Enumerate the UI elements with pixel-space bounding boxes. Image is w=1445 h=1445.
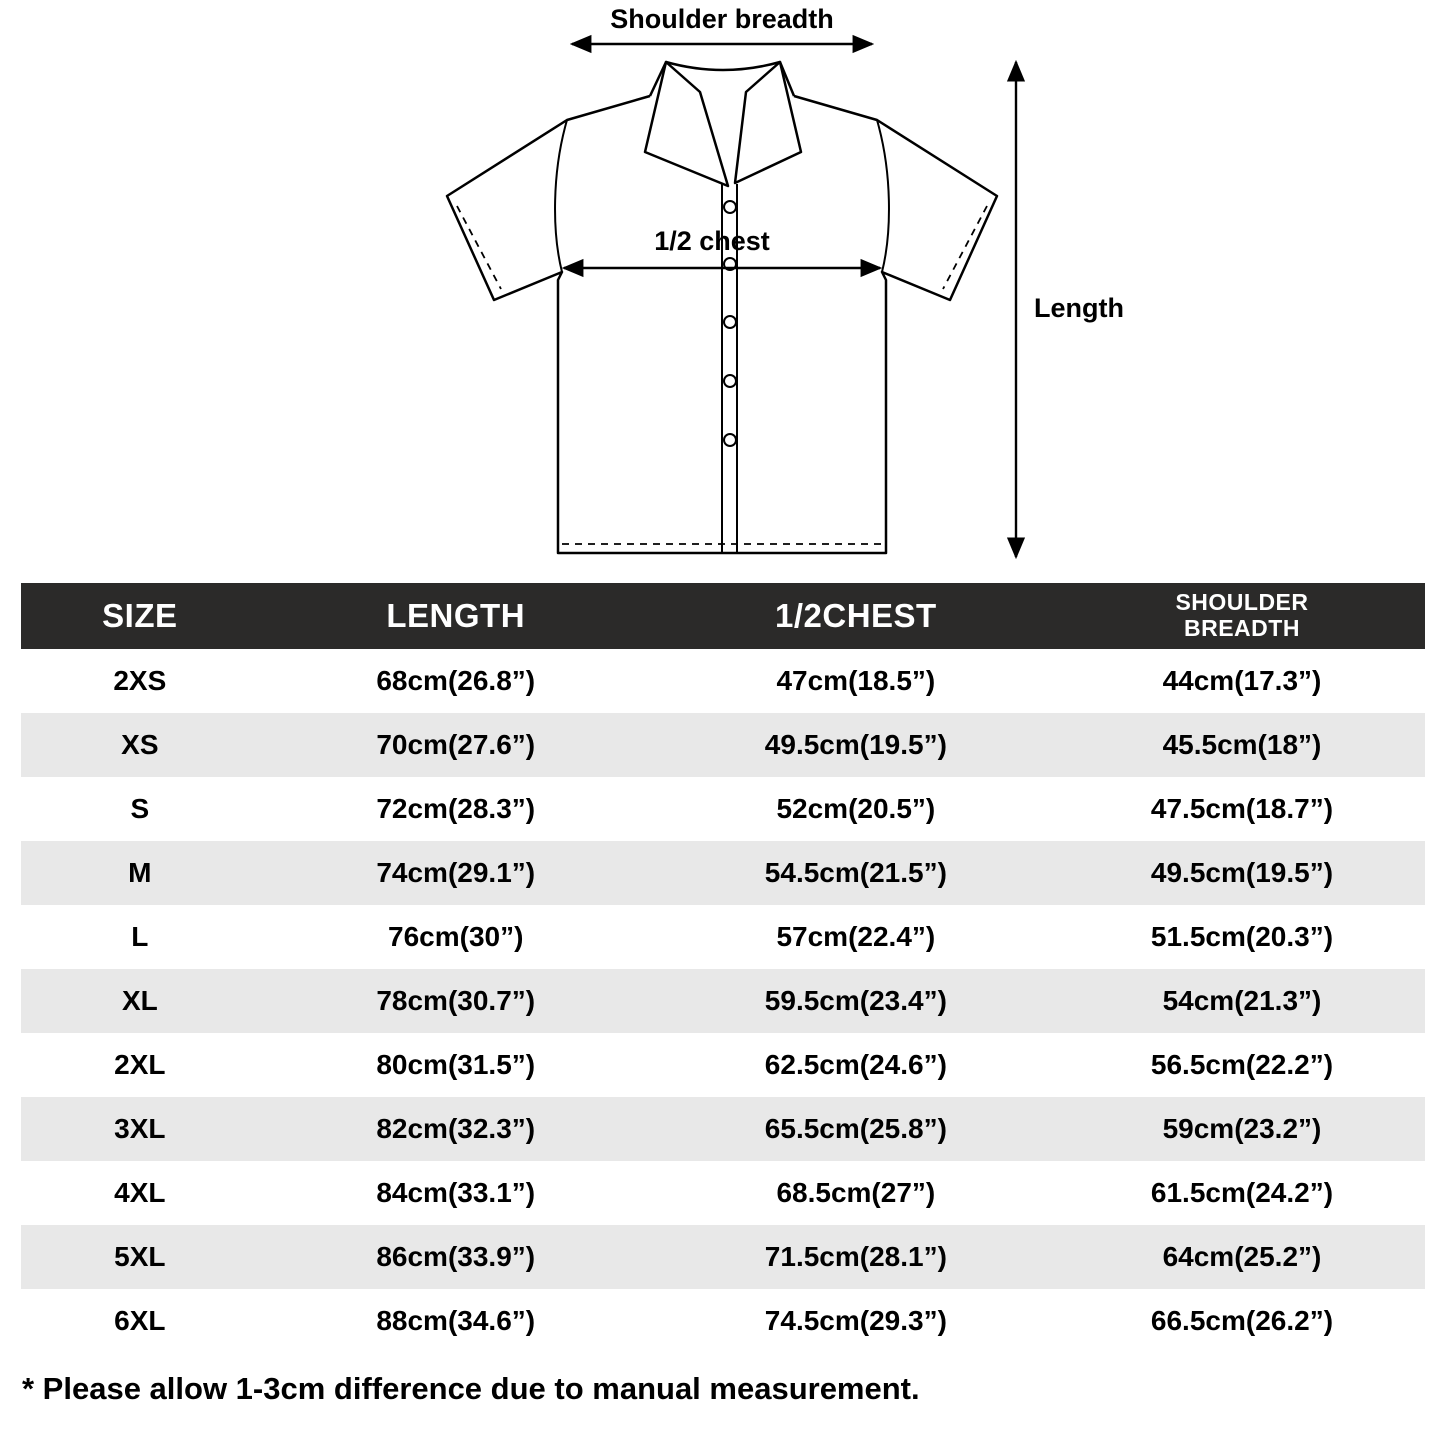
table-row: XL 78cm(30.7”) 59.5cm(23.4”) 54cm(21.3”) [20,969,1425,1033]
shoulder-cell: 45.5cm(18”) [1162,729,1322,760]
table-row: 2XL 80cm(31.5”) 62.5cm(24.6”) 56.5cm(22.… [20,1033,1425,1097]
shirt-measurement-diagram: Shoulder breadth 1/2 chest Length [0,0,1445,575]
shoulder-cell: 51.5cm(20.3”) [1150,921,1334,952]
half-chest-label: 1/2 chest [654,226,770,256]
shoulder-header: SHOULDER BREADTH [1059,583,1425,649]
half-chest-cell: 59.5cm(23.4”) [764,985,947,1016]
table-row: 5XL 86cm(33.9”) 71.5cm(28.1”) 64cm(25.2”… [20,1225,1425,1289]
table-row: 6XL 88cm(34.6”) 74.5cm(29.3”) 66.5cm(26.… [20,1289,1425,1353]
collar-shoulder-joins [648,61,796,97]
length-cell: 68cm(26.8”) [376,665,536,696]
length-label: Length [1034,293,1124,323]
size-cell: L [131,921,149,952]
shoulder-cell: 59cm(23.2”) [1162,1113,1322,1144]
size-cell: 3XL [114,1113,166,1144]
size-cell: XL [121,985,158,1016]
header-row: SIZE LENGTH 1/2CHEST SHOULDER BREADTH [20,583,1425,649]
size-cell: S [130,793,150,824]
length-cell: 84cm(33.1”) [376,1177,536,1208]
placket-lines [721,184,738,553]
table-row: 2XS 68cm(26.8”) 47cm(18.5”) 44cm(17.3”) [20,649,1425,713]
button-icon [723,374,737,388]
size-cell: 5XL [114,1241,166,1272]
table-row: 4XL 84cm(33.1”) 68.5cm(27”) 61.5cm(24.2”… [20,1161,1425,1225]
length-header: LENGTH [259,583,653,649]
shoulder-breadth-label: Shoulder breadth [610,4,834,34]
button-icon [723,315,737,329]
table-row: M 74cm(29.1”) 54.5cm(21.5”) 49.5cm(19.5”… [20,841,1425,905]
size-table: SIZE LENGTH 1/2CHEST SHOULDER BREADTH 2X… [20,583,1425,1353]
shoulder-cell: 54cm(21.3”) [1162,985,1322,1016]
shoulder-cell: 61.5cm(24.2”) [1150,1177,1334,1208]
length-cell: 88cm(34.6”) [376,1305,536,1336]
half-chest-cell: 47cm(18.5”) [776,665,936,696]
size-table-header: SIZE LENGTH 1/2CHEST SHOULDER BREADTH [20,583,1425,649]
table-row: 3XL 82cm(32.3”) 65.5cm(25.8”) 59cm(23.2”… [20,1097,1425,1161]
half-chest-cell: 52cm(20.5”) [776,793,936,824]
size-cell: XS [121,729,159,760]
size-cell: 2XL [114,1049,166,1080]
shoulder-cell: 64cm(25.2”) [1162,1241,1322,1272]
half-chest-cell: 54.5cm(21.5”) [764,857,947,888]
button-icon [723,200,737,214]
length-cell: 86cm(33.9”) [376,1241,536,1272]
half-chest-cell: 62.5cm(24.6”) [764,1049,947,1080]
length-cell: 76cm(30”) [388,921,524,952]
half-chest-cell: 74.5cm(29.3”) [764,1305,947,1336]
half-chest-cell: 71.5cm(28.1”) [764,1241,947,1272]
length-cell: 70cm(27.6”) [376,729,536,760]
size-cell: 4XL [114,1177,166,1208]
length-cell: 72cm(28.3”) [376,793,536,824]
length-cell: 80cm(31.5”) [376,1049,536,1080]
collar-band [665,60,781,72]
shoulder-cell: 44cm(17.3”) [1162,665,1322,696]
sleeve-hem-right [942,205,988,290]
table-row: XS 70cm(27.6”) 49.5cm(19.5”) 45.5cm(18”) [20,713,1425,777]
sleeve-hem-left [456,205,502,290]
shoulder-cell: 49.5cm(19.5”) [1150,857,1334,888]
shoulder-cell: 56.5cm(22.2”) [1150,1049,1334,1080]
button-icon [723,433,737,447]
shoulder-cell: 47.5cm(18.7”) [1150,793,1334,824]
size-cell: 2XS [113,665,167,696]
shirt-diagram-svg: Shoulder breadth 1/2 chest Length [445,4,1124,560]
length-cell: 74cm(29.1”) [376,857,536,888]
armhole-seam-left [554,119,568,273]
size-header: SIZE [20,583,260,649]
half-chest-cell: 65.5cm(25.8”) [764,1113,947,1144]
shoulder-cell: 66.5cm(26.2”) [1150,1305,1334,1336]
length-cell: 78cm(30.7”) [376,985,536,1016]
half-chest-header: 1/2CHEST [652,583,1060,649]
half-chest-cell: 49.5cm(19.5”) [764,729,947,760]
armhole-seam-right [876,119,890,273]
measurement-disclaimer: * Please allow 1-3cm difference due to m… [22,1371,920,1406]
half-chest-cell: 68.5cm(27”) [776,1177,936,1208]
collar-right [733,60,803,185]
size-table-body: 2XS 68cm(26.8”) 47cm(18.5”) 44cm(17.3”) … [20,649,1425,1353]
size-cell: M [128,857,152,888]
length-cell: 82cm(32.3”) [376,1113,536,1144]
shoulder-header-text: SHOULDER BREADTH [1175,589,1309,641]
size-cell: 6XL [114,1305,166,1336]
half-chest-cell: 57cm(22.4”) [776,921,936,952]
collar-left [643,60,730,188]
table-row: L 76cm(30”) 57cm(22.4”) 51.5cm(20.3”) [20,905,1425,969]
table-row: S 72cm(28.3”) 52cm(20.5”) 47.5cm(18.7”) [20,777,1425,841]
